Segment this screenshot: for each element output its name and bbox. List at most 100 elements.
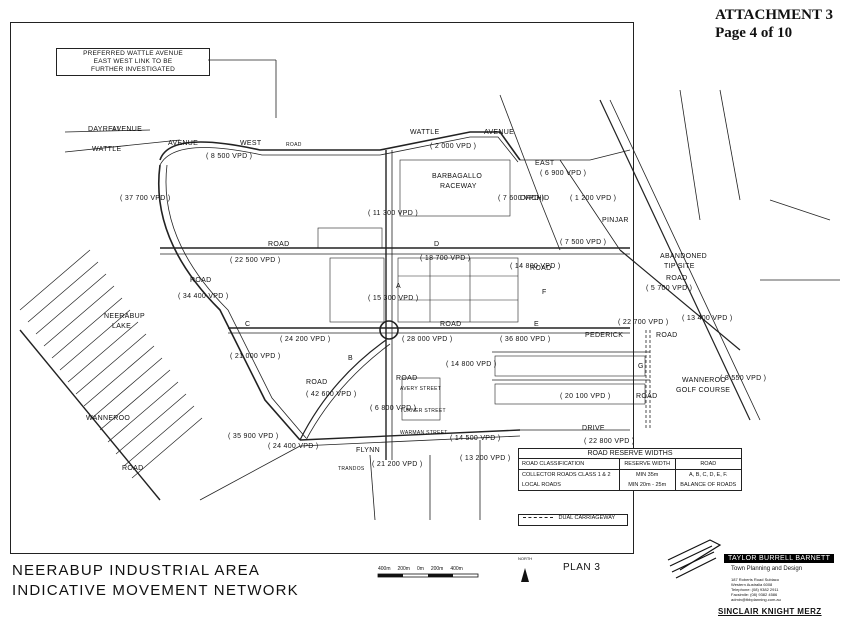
traffic-volume: ( 24 400 VPD ) [268,443,319,450]
traffic-volume: ( 20 100 VPD ) [560,393,611,400]
note-line: EAST WEST LINK TO BE [93,58,173,65]
road-label: A [396,283,401,290]
road-label: WATTLE [92,146,121,153]
traffic-volume: ( 7 500 VPD ) [560,239,606,246]
traffic-volume: ( 1 200 VPD ) [570,195,616,202]
scale-label: 200m [430,566,444,572]
legend-cell: MIN 20m - 25m [618,480,676,490]
traffic-volume: ( 14 800 VPD ) [510,263,561,270]
firm-name: TAYLOR BURRELL BARNETT [724,554,835,563]
legend-cell: A, B, C, D, E, F. [674,469,741,480]
scale-label: 0m [416,566,424,572]
legend-title: ROAD RESERVE WIDTHS [519,449,741,459]
firm-address: 187 Roberts Road Subiaco Western Austral… [731,577,781,602]
scale-label: 400m [450,566,463,572]
legend-cell: COLLECTOR ROADS CLASS 1 & 2 [522,472,611,478]
page-label: Page 4 of 10 [715,25,793,41]
note-line: PREFERRED WATTLE AVENUE [83,50,183,57]
scale-label: 200m [397,566,410,572]
traffic-volume: ( 7 600 VPD ) [498,195,544,202]
place-label: GOLF COURSE [676,387,730,394]
traffic-volume: ( 37 700 VPD ) [120,195,171,202]
address-line: Western Australia 6008 [731,582,773,587]
road-label: E [534,321,539,328]
traffic-volume: ( 42 600 VPD ) [306,391,357,398]
traffic-volume: ( 21 000 VPD ) [230,353,281,360]
attachment-header: ATTACHMENT 3 Page 4 of 10 [715,6,833,42]
road-label: ROAD [666,275,687,282]
legend-header: RESERVE WIDTH [618,459,676,470]
note-box: PREFERRED WATTLE AVENUE EAST WEST LINK T… [56,48,210,76]
road-label: ROAD [306,379,327,386]
scale-labels: 400m 200m 0m 200m 400m [378,566,463,572]
road-label: WATTLE [410,129,439,136]
traffic-volume: ( 2 000 VPD ) [430,143,476,150]
traffic-volume: ( 6 900 VPD ) [540,170,586,177]
road-label: AVERY STREET [400,386,441,392]
road-label: ROAD [636,393,657,400]
road-label: ROAD [396,375,417,382]
legend-cell: LOCAL ROADS [522,482,561,488]
road-label: PEDERICK [585,332,623,339]
place-label: ABANDONED [660,253,707,260]
address-line: Facsimile: (08) 9382 4586 [731,592,778,597]
road-label: G [638,363,644,370]
road-label: ROAD [286,142,302,148]
traffic-volume: ( 5 700 VPD ) [646,285,692,292]
map-subtitle: INDICATIVE MOVEMENT NETWORK [12,582,299,599]
road-label: WEST [240,140,262,147]
road-label: C [245,321,250,328]
road-label: WARMAN STREET [400,430,448,436]
road-label: ORCHID [520,195,549,202]
road-reserve-legend: ROAD RESERVE WIDTHS ROAD CLASSIFICATION … [518,448,742,491]
attachment-label: ATTACHMENT 3 [715,7,833,23]
traffic-volume: ( 13 200 VPD ) [460,455,511,462]
north-arrow-icon [521,568,529,582]
road-label: ROAD [656,332,677,339]
traffic-volume: ( 22 700 VPD ) [618,319,669,326]
road-label: WANNEROO [86,415,130,422]
address-line: Telephone: (08) 9382 2911 [731,587,779,592]
legend-cell: BALANCE OF ROADS [674,480,741,490]
traffic-volume: ( 11 300 VPD ) [368,210,418,217]
road-label: EAST [535,160,555,167]
traffic-volume: ( 14 500 VPD ) [450,435,501,442]
road-label: AVENUE [168,140,198,147]
north-label: NORTH [518,556,533,561]
road-label: AVENUE [112,126,142,133]
traffic-volume: ( 35 900 VPD ) [228,433,279,440]
place-label: NEERABUP [104,313,145,320]
place-label: RACEWAY [440,183,477,190]
legend-header: ROAD CLASSIFICATION [519,459,620,470]
traffic-volume: ( 6 800 VPD ) [370,405,416,412]
dual-label: DUAL CARRIAGEWAY [558,515,616,521]
traffic-volume: ( 24 200 VPD ) [280,336,331,343]
firm-logo [667,539,722,579]
map-frame [10,22,634,554]
traffic-volume: ( 13 400 VPD ) [682,315,733,322]
road-label: F [542,289,547,296]
traffic-volume: ( 28 000 VPD ) [402,336,453,343]
legend-cell: MIN 35m [618,469,676,480]
road-label: PINJAR [602,217,629,224]
place-label: TIP SITE [664,263,695,270]
plan-label: PLAN 3 [563,562,601,573]
traffic-volume: ( 8 550 VPD ) [720,375,766,382]
firm-subtitle: Town Planning and Design [731,566,803,572]
road-label: DAYRELL [88,126,121,133]
scale-label: 400m [378,566,391,572]
traffic-volume: ( 8 500 VPD ) [206,153,252,160]
legend-header: ROAD [674,459,741,470]
consultant-name: SINCLAIR KNIGHT MERZ [718,607,822,616]
traffic-volume: ( 14 800 VPD ) [446,361,497,368]
road-label: ROAD [122,465,143,472]
road-label: TRANDOS [338,466,365,472]
road-label: D [434,241,439,248]
road-label: FLYNN [356,447,380,454]
dual-carriageway-legend: DUAL CARRIAGEWAY [518,514,628,526]
note-line: FURTHER INVESTIGATED [91,66,175,73]
address-line: admin@tbbplanning.com.au [731,597,781,602]
road-label: TURNER STREET [400,408,446,414]
road-label: DRIVE [582,425,605,432]
